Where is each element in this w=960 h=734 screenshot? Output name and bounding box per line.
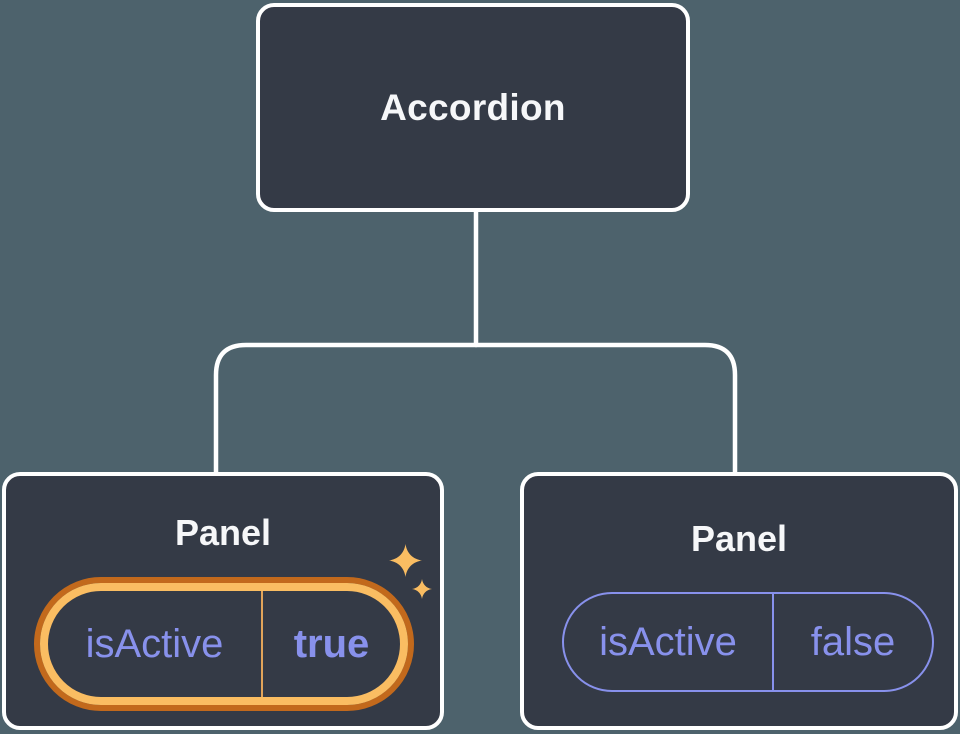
sparkle-icon <box>389 544 422 577</box>
state-value: true <box>263 591 400 697</box>
state-name-label: isActive <box>599 619 737 664</box>
panel-node-label: Panel <box>174 512 272 553</box>
state-name: isActive <box>564 594 772 690</box>
accordion-node: Accordion <box>256 3 690 212</box>
state-name: isActive <box>48 591 261 697</box>
connector-branches <box>213 342 738 476</box>
panel-node-label: Panel <box>690 518 788 559</box>
state-value-label: true <box>293 621 370 666</box>
state-value: false <box>774 594 932 690</box>
state-value-label: false <box>810 619 896 664</box>
pill-divider <box>772 594 774 690</box>
state-pill-active: isActive true <box>34 577 414 711</box>
panel-node-inactive: Panel isActive false <box>520 472 958 730</box>
accordion-node-label: Accordion <box>380 86 566 128</box>
state-pill-inactive: isActive false <box>562 592 934 692</box>
state-name-label: isActive <box>85 621 224 666</box>
panel-node-active: Panel isActive true <box>2 472 444 730</box>
sparkle-icon <box>412 579 432 599</box>
state-pill-active-inner: isActive true <box>40 583 408 705</box>
pill-divider <box>261 591 263 697</box>
